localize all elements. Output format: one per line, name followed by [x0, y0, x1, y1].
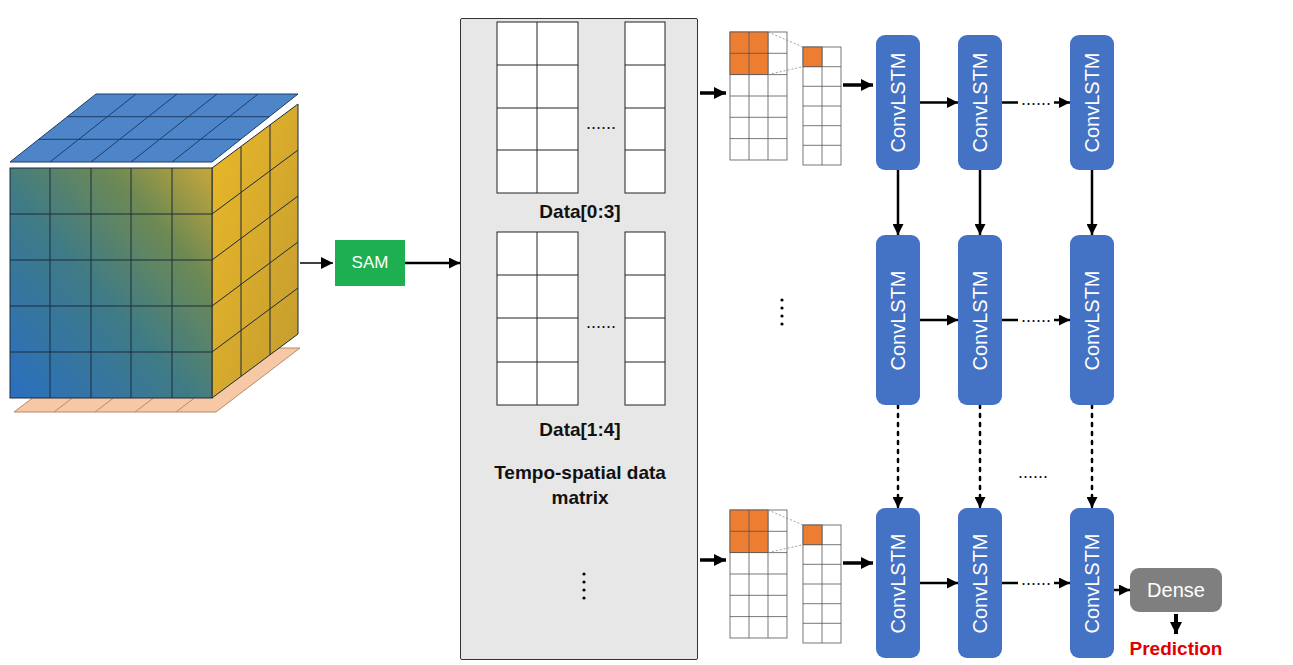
layer-name: ConvLSTM: [1081, 270, 1104, 370]
panel-caption: Tempo-spatial data matrix: [478, 461, 683, 510]
flow-arrow: [920, 101, 958, 104]
convlstm-cell: ConvLSTM: [1070, 35, 1114, 170]
flow-arrow: [897, 170, 900, 235]
layer-name: ConvLSTM: [969, 52, 992, 152]
convlstm-cell: ConvLSTM: [958, 35, 1002, 170]
text-holder: Data[0:3]: [539, 200, 620, 225]
convlstm-cell: ConvLSTM: [1070, 508, 1114, 658]
flow-arrow: [897, 405, 900, 508]
flow-arrow: [1091, 170, 1094, 235]
module-box: SAM: [335, 240, 405, 286]
data-cube: [10, 94, 300, 412]
text-holder: Prediction: [1130, 639, 1223, 660]
text-holder: ......: [1018, 90, 1054, 110]
flow-arrow: [700, 85, 1176, 634]
ellipsis: ......: [1018, 570, 1054, 590]
ellipsis: ......: [1018, 463, 1048, 483]
layer-name: ConvLSTM: [887, 52, 910, 152]
text-holder: ......: [1018, 463, 1048, 483]
flow-arrow: [920, 319, 958, 322]
panel-caption: Data[1:4]: [539, 418, 620, 443]
output-label: Prediction: [1130, 639, 1223, 660]
text-holder: ......: [1018, 570, 1054, 590]
ellipsis: ......: [1018, 90, 1054, 110]
kernel-grid: [730, 32, 841, 165]
convlstm-cell: ConvLSTM: [1070, 235, 1114, 405]
panel-caption: Data[0:3]: [539, 200, 620, 225]
convlstm-cell: ConvLSTM: [876, 35, 920, 170]
matrix-grid: [497, 22, 665, 405]
box-label: SAM: [352, 253, 389, 273]
flow-arrow: [979, 170, 982, 235]
ellipsis: ......: [586, 114, 616, 134]
input-arrow: [300, 262, 333, 264]
dense-layer: Dense: [1130, 568, 1222, 612]
layer-name: ConvLSTM: [887, 270, 910, 370]
box-label: Dense: [1147, 579, 1205, 602]
flow-arrow: [1114, 589, 1130, 592]
flow-arrow: [979, 405, 982, 508]
text-holder: ......: [1018, 307, 1054, 327]
convlstm-cell: ConvLSTM: [876, 508, 920, 658]
convlstm-cell: ConvLSTM: [958, 235, 1002, 405]
convlstm-cell: ConvLSTM: [876, 235, 920, 405]
text-holder: Data[1:4]: [539, 418, 620, 443]
layer-name: ConvLSTM: [887, 533, 910, 633]
layer-name: ConvLSTM: [969, 533, 992, 633]
layer-name: ConvLSTM: [969, 270, 992, 370]
text-holder: Tempo-spatial data matrix: [478, 461, 683, 510]
ellipsis: ......: [1018, 307, 1054, 327]
flow-arrow: [1091, 405, 1094, 508]
layer-name: ConvLSTM: [1081, 52, 1104, 152]
convlstm-cell: ConvLSTM: [958, 508, 1002, 658]
layer-name: ConvLSTM: [1081, 533, 1104, 633]
flow-arrow: [405, 262, 460, 265]
text-holder: ......: [586, 313, 616, 333]
flow-arrow: [920, 582, 958, 585]
text-holder: ......: [586, 114, 616, 134]
ellipsis: ......: [586, 313, 616, 333]
